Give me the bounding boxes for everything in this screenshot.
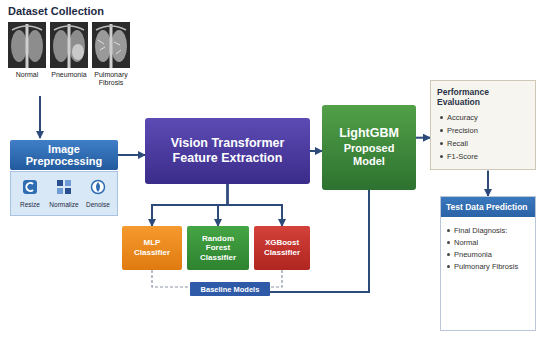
- image-caption: Normal: [6, 71, 48, 79]
- connector: [310, 150, 322, 152]
- classifier-box: MLP Classifier: [122, 226, 182, 270]
- connector: [416, 137, 430, 139]
- connector: [228, 184, 283, 226]
- output-box: Test Data PredictionFinal Diagnosis: Norm…: [440, 196, 536, 331]
- bullet-dot: [447, 265, 450, 268]
- step-icon: [90, 179, 106, 199]
- metrics-box: Performance EvaluationAccuracyPrecisionR…: [430, 80, 536, 170]
- bullet-text: Recall: [447, 139, 468, 148]
- connector: [487, 170, 489, 196]
- process-box: Vision Transformer Feature Extraction: [145, 118, 310, 184]
- box-text: Vision Transformer Feature Extraction: [153, 136, 302, 166]
- bullet-dot: [440, 129, 443, 132]
- dashed-connector: [152, 270, 190, 287]
- bullet-dot: [447, 253, 450, 256]
- bullet-row: Accuracy: [440, 113, 478, 122]
- bullet-row: Precision: [440, 126, 478, 135]
- bullet-dot: [440, 116, 443, 119]
- step-label: Denoise: [86, 201, 110, 208]
- box-text: Baseline Models: [201, 285, 260, 294]
- bullet-row: Pneumonia: [447, 250, 531, 259]
- bullet-row: Final Diagnosis:: [447, 226, 531, 235]
- bullet-dot: [440, 155, 443, 158]
- step-label: Resize: [20, 201, 40, 208]
- bullet-dot: [447, 241, 450, 244]
- box-text: Proposed Model: [328, 142, 410, 170]
- xray-normal: [8, 22, 46, 68]
- step-item: Denoise: [81, 179, 115, 208]
- xray-fibrosis: [92, 22, 130, 68]
- step-icon: [56, 179, 72, 199]
- bullet-text: Precision: [447, 126, 478, 135]
- step-icon: [22, 179, 38, 199]
- bullet-row: Pulmonary Fibrosis: [447, 262, 531, 271]
- model-box: LightGBMProposed Model: [322, 105, 416, 190]
- box-heading: Test Data Prediction: [441, 197, 535, 217]
- bullet-text: Pneumonia: [454, 250, 492, 259]
- bullet-text: Pulmonary Fibrosis: [454, 262, 518, 271]
- box-body: Final Diagnosis: NormalPneumoniaPulmonary…: [441, 217, 535, 280]
- diagram-title: Dataset Collection: [8, 5, 104, 17]
- step-label: Normalize: [49, 201, 78, 208]
- classifier-box: Random Forest Classifier: [187, 226, 249, 270]
- box-text: Random Forest Classifier: [190, 234, 246, 263]
- box-text: XGBoost Classifier: [257, 238, 307, 257]
- connector: [152, 184, 228, 226]
- bullet-dot: [440, 142, 443, 145]
- bullet-text: Accuracy: [447, 113, 478, 122]
- bullet-row: Recall: [440, 139, 468, 148]
- image-caption: Pneumonia: [47, 71, 91, 79]
- dashed-connector: [270, 270, 282, 287]
- box-text: Image Preprocessing: [14, 143, 114, 167]
- box-text: MLP Classifier: [125, 238, 179, 257]
- step-item: Resize: [13, 179, 47, 208]
- box-text: LightGBM: [339, 126, 399, 142]
- group-label-box: Baseline Models: [190, 282, 270, 296]
- step-item: Normalize: [47, 179, 81, 208]
- xray-pneumonia: [50, 22, 88, 68]
- process-box: Image Preprocessing: [10, 140, 118, 170]
- bullet-row: F1-Score: [440, 152, 478, 161]
- bullet-text: Final Diagnosis:: [454, 226, 507, 235]
- image-caption: Pulmonary Fibrosis: [89, 71, 133, 87]
- bullet-text: F1-Score: [447, 152, 478, 161]
- connector: [218, 184, 228, 226]
- classifier-box: XGBoost Classifier: [254, 226, 310, 270]
- bullet-dot: [447, 229, 450, 232]
- input-arrow: [39, 96, 41, 138]
- step-panel: Resize Normalize Denoise: [10, 171, 118, 216]
- connector: [118, 154, 145, 156]
- bullet-row: Normal: [447, 238, 531, 247]
- bullet-text: Normal: [454, 238, 478, 247]
- box-heading: Performance Evaluation: [437, 87, 529, 107]
